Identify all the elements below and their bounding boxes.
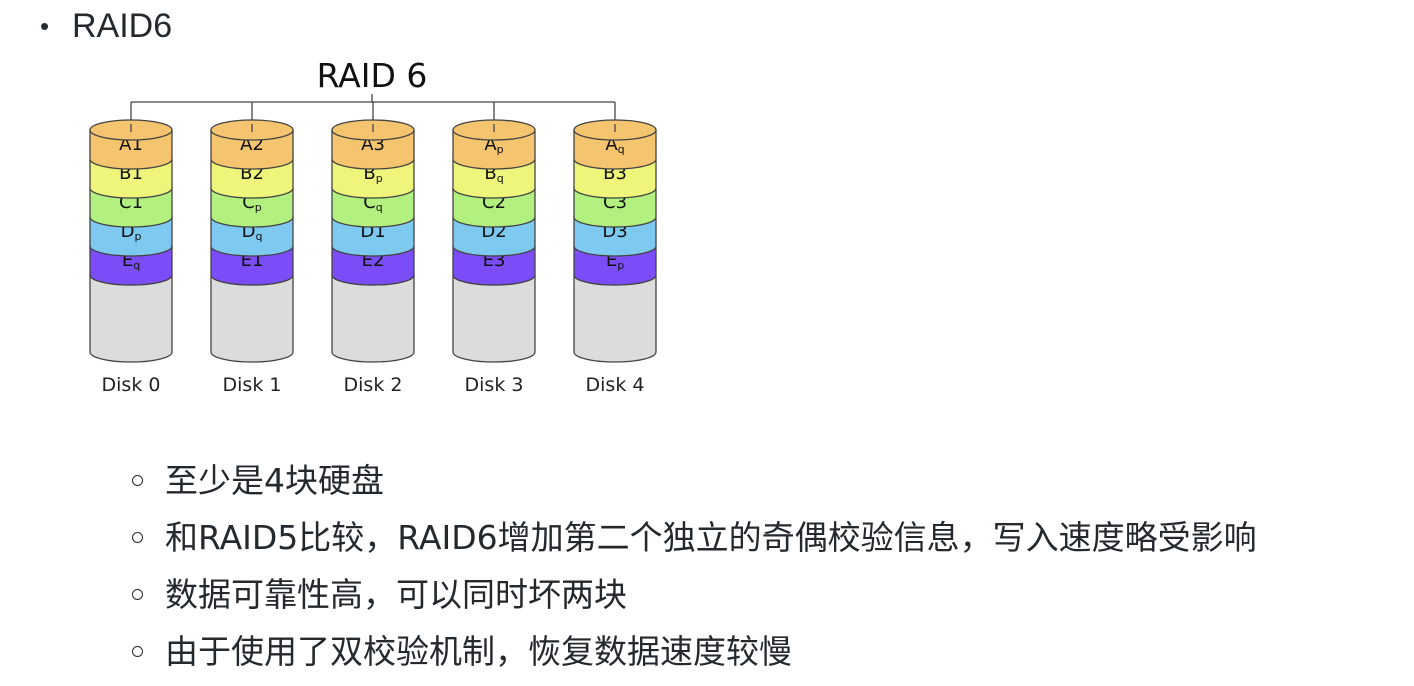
block-label-index: 2 — [252, 134, 263, 155]
list-item-raid6: • RAID6 — [40, 4, 172, 48]
block-label-main: E — [122, 250, 133, 271]
disk-block — [452, 245, 536, 286]
disk-label: Disk 4 — [586, 374, 645, 396]
disk-block — [89, 129, 173, 170]
disk-block — [452, 187, 536, 228]
block-label-index: 2 — [495, 192, 506, 213]
connector-lines — [130, 94, 616, 132]
block-label-subscript: q — [133, 259, 140, 272]
disk-empty-space — [210, 274, 294, 363]
block-label-subscript: q — [497, 172, 504, 185]
sub-list-item-text: 由于使用了双校验机制，恢复数据速度较慢 — [165, 632, 792, 671]
disk-block — [331, 245, 415, 286]
disk-block — [331, 129, 415, 170]
disk-block — [573, 129, 657, 170]
disk-block — [89, 216, 173, 257]
circle-bullet-icon — [132, 589, 143, 600]
sub-list: 至少是4块硬盘 和RAID5比较，RAID6增加第二个独立的奇偶校验信息，写入速… — [128, 452, 1257, 680]
disk-block — [573, 187, 657, 228]
disk-block — [452, 216, 536, 257]
block-label-main: E — [606, 250, 617, 271]
block-label: E1 — [241, 250, 264, 271]
sub-list-item: 和RAID5比较，RAID6增加第二个独立的奇偶校验信息，写入速度略受影响 — [128, 509, 1257, 566]
block-label-subscript: p — [255, 201, 262, 214]
block-label: E3 — [483, 250, 506, 271]
disk-block — [89, 187, 173, 228]
disk-block — [331, 158, 415, 199]
sub-list-item: 由于使用了双校验机制，恢复数据速度较慢 — [128, 623, 1257, 680]
block-label-index: 1 — [252, 250, 263, 271]
disk-block — [210, 187, 294, 228]
disk-label: Disk 3 — [465, 374, 524, 396]
disk-block — [210, 129, 294, 170]
disk-empty-space — [331, 274, 415, 363]
block-label-index: 3 — [373, 134, 384, 155]
block-label-index: 3 — [616, 221, 627, 242]
block-label-main: E — [241, 250, 252, 271]
disk-block — [331, 187, 415, 228]
circle-bullet-icon — [132, 475, 143, 486]
disk-block — [89, 245, 173, 286]
block-label-subscript: p — [497, 143, 504, 156]
disk-block — [89, 158, 173, 199]
block-label-index: 2 — [373, 250, 384, 271]
disk-block — [210, 158, 294, 199]
block-label: Eq — [122, 250, 140, 272]
disk-block — [573, 158, 657, 199]
circle-bullet-icon — [132, 646, 143, 657]
list-item-text: RAID6 — [72, 7, 173, 45]
disk-label: Disk 0 — [102, 374, 161, 396]
block-label-index: 3 — [494, 250, 505, 271]
circle-bullet-icon — [132, 532, 143, 543]
disk-empty-space — [452, 274, 536, 363]
block-label-index: 3 — [615, 163, 626, 184]
block-label-index: 1 — [132, 192, 143, 213]
disk-empty-space — [573, 274, 657, 363]
sub-list-item-text: 和RAID5比较，RAID6增加第二个独立的奇偶校验信息，写入速度略受影响 — [165, 518, 1257, 557]
block-label-index: 2 — [495, 221, 506, 242]
disk-block — [210, 216, 294, 257]
disk-block — [573, 216, 657, 257]
block-label-index: 1 — [374, 221, 385, 242]
sub-list-item-text: 数据可靠性高，可以同时坏两块 — [165, 575, 627, 614]
block-label-subscript: q — [376, 201, 383, 214]
disk-label: Disk 1 — [223, 374, 282, 396]
block-label: Ep — [606, 250, 624, 272]
sub-list-item: 至少是4块硬盘 — [128, 452, 1257, 509]
bullet-icon: • — [40, 11, 50, 41]
disk-label: Disk 2 — [344, 374, 403, 396]
block-label-index: 3 — [616, 192, 627, 213]
diagram-title: RAID 6 — [317, 56, 428, 95]
block-label-subscript: q — [618, 143, 625, 156]
disk-block — [331, 216, 415, 257]
disk-block — [452, 129, 536, 170]
sub-list-item: 数据可靠性高，可以同时坏两块 — [128, 566, 1257, 623]
block-label-subscript: q — [255, 230, 262, 243]
disk-empty-space — [89, 274, 173, 363]
block-label-subscript: p — [134, 230, 141, 243]
disk-block — [573, 245, 657, 286]
block-label-subscript: p — [617, 259, 624, 272]
disk-block — [452, 158, 536, 199]
block-label-subscript: p — [376, 172, 383, 185]
block-label-main: E — [362, 250, 373, 271]
sub-list-item-text: 至少是4块硬盘 — [165, 461, 384, 500]
block-label-index: 1 — [131, 163, 142, 184]
block-label-index: 2 — [252, 163, 263, 184]
block-label: E2 — [362, 250, 385, 271]
disk-block — [210, 245, 294, 286]
block-label-main: E — [483, 250, 494, 271]
block-label-index: 1 — [131, 134, 142, 155]
